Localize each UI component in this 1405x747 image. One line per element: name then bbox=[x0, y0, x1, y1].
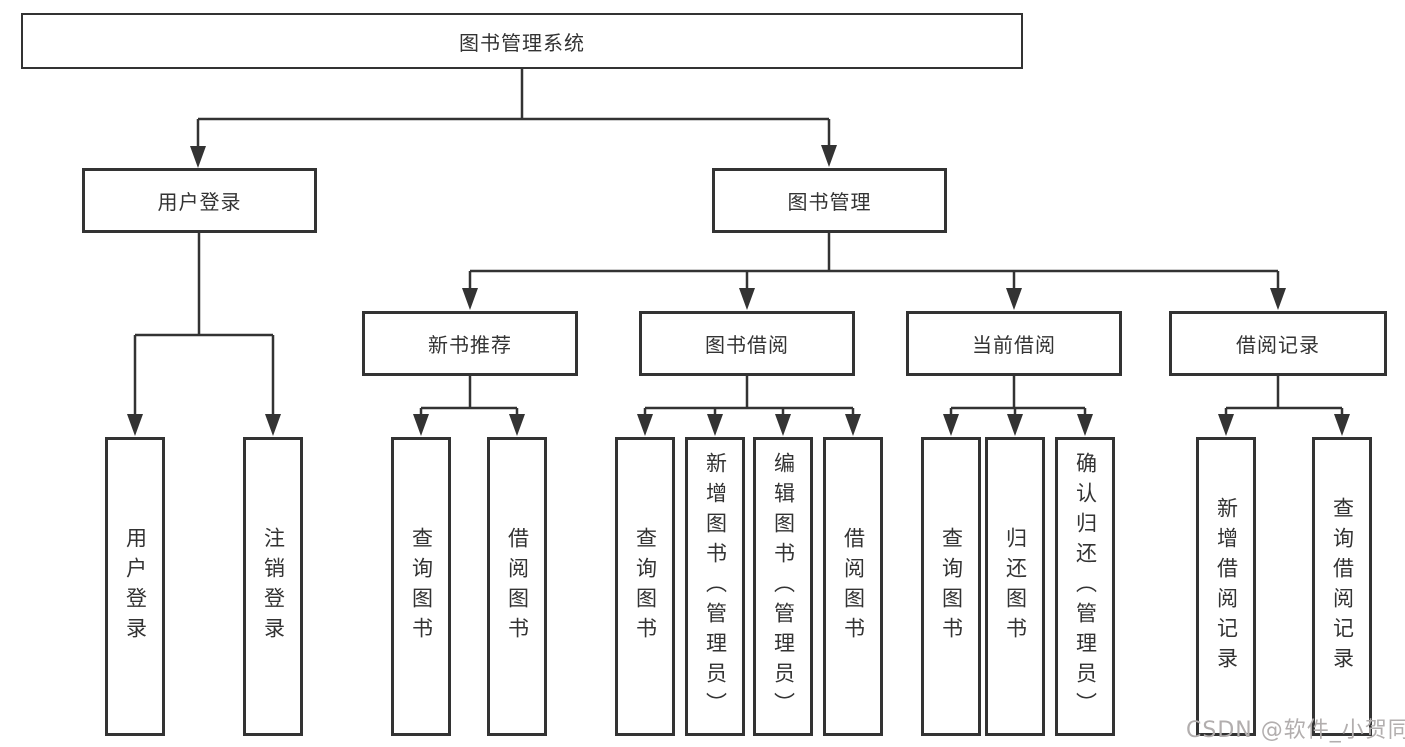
tree-leaf-query-borrow-record: 查询借阅记录 bbox=[1312, 437, 1372, 736]
leaf-label-query-borrow-record: 查询借阅记录 bbox=[1330, 496, 1355, 677]
leaf-label-query-book-2: 查询图书 bbox=[633, 526, 658, 647]
tree-node-system-root: 图书管理系统 bbox=[21, 13, 1023, 69]
leaf-label-user-login: 用户登录 bbox=[123, 526, 148, 647]
tree-leaf-query-book-3: 查询图书 bbox=[921, 437, 981, 736]
leaf-label-logout: 注销登录 bbox=[261, 526, 286, 647]
leaf-label-confirm-return-admin: 确认归还（管理员） bbox=[1073, 451, 1098, 722]
tree-node-current-borrow: 当前借阅 bbox=[906, 311, 1122, 376]
tree-node-new-book-recommend: 新书推荐 bbox=[362, 311, 578, 376]
tree-leaf-borrow-book-1: 借阅图书 bbox=[487, 437, 547, 736]
node-label-system-root: 图书管理系统 bbox=[459, 30, 585, 55]
leaf-label-add-book-admin: 新增图书（管理员） bbox=[703, 451, 728, 722]
tree-node-borrow-record: 借阅记录 bbox=[1169, 311, 1387, 376]
leaf-label-borrow-book-1: 借阅图书 bbox=[505, 526, 530, 647]
tree-leaf-query-book-1: 查询图书 bbox=[391, 437, 451, 736]
leaf-label-add-borrow-record: 新增借阅记录 bbox=[1214, 496, 1239, 677]
tree-node-user-login: 用户登录 bbox=[82, 168, 317, 233]
tree-leaf-edit-book-admin: 编辑图书（管理员） bbox=[753, 437, 813, 736]
node-label-book-management: 图书管理 bbox=[787, 190, 872, 214]
tree-leaf-user-login: 用户登录 bbox=[105, 437, 165, 736]
csdn-watermark: CSDN @软件_小贺同学 bbox=[1186, 718, 1405, 743]
leaf-label-borrow-book-2: 借阅图书 bbox=[841, 526, 866, 647]
tree-leaf-query-book-2: 查询图书 bbox=[615, 437, 675, 736]
leaf-label-query-book-3: 查询图书 bbox=[939, 526, 964, 647]
tree-leaf-borrow-book-2: 借阅图书 bbox=[823, 437, 883, 736]
tree-node-book-management: 图书管理 bbox=[712, 168, 947, 233]
tree-leaf-confirm-return-admin: 确认归还（管理员） bbox=[1055, 437, 1115, 736]
leaf-label-edit-book-admin: 编辑图书（管理员） bbox=[771, 451, 796, 722]
node-label-book-borrow: 图书借阅 bbox=[705, 333, 789, 357]
node-label-new-book-recommend: 新书推荐 bbox=[428, 333, 512, 357]
tree-leaf-add-book-admin: 新增图书（管理员） bbox=[685, 437, 745, 736]
leaf-label-return-book: 归还图书 bbox=[1003, 526, 1028, 647]
leaf-label-query-book-1: 查询图书 bbox=[409, 526, 434, 647]
tree-leaf-logout: 注销登录 bbox=[243, 437, 303, 736]
tree-node-book-borrow: 图书借阅 bbox=[639, 311, 855, 376]
node-label-user-login: 用户登录 bbox=[157, 190, 242, 214]
tree-leaf-add-borrow-record: 新增借阅记录 bbox=[1196, 437, 1256, 736]
node-label-borrow-record: 借阅记录 bbox=[1236, 333, 1320, 357]
tree-leaf-return-book: 归还图书 bbox=[985, 437, 1045, 736]
node-label-current-borrow: 当前借阅 bbox=[972, 333, 1056, 357]
